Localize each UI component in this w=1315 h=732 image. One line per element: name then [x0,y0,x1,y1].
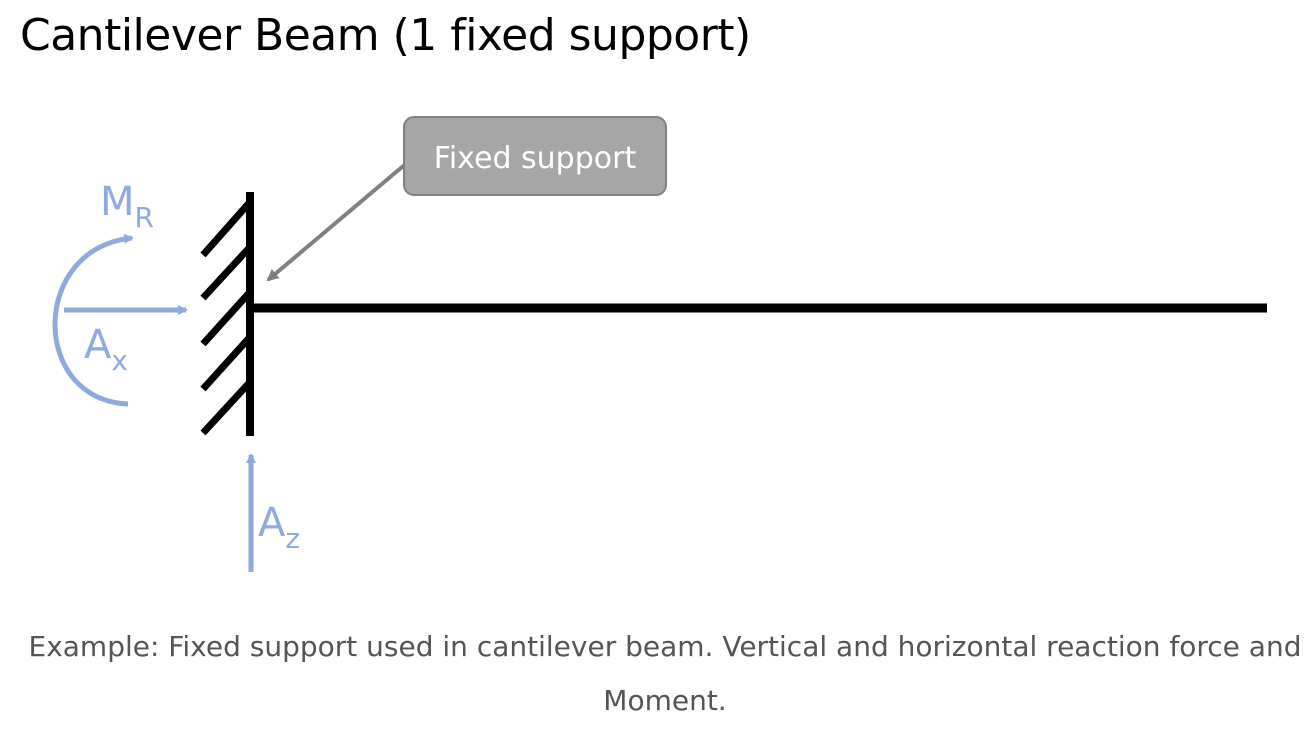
fixed-support [200,192,254,436]
vertical-reaction-main: A [258,500,286,546]
horizontal-reaction-sub: x [111,344,128,377]
horizontal-reaction-label: Ax [84,322,128,377]
vertical-reaction-label: Az [258,500,300,555]
moment-reaction: MR [52,179,154,407]
vertical-reaction-sub: z [285,522,300,555]
hatch-line [200,244,253,301]
horizontal-reaction: Ax [64,305,188,377]
page-title: Cantilever Beam (1 fixed support) [20,10,751,61]
hatch-line [200,289,253,347]
figure-caption: Example: Fixed support used in cantileve… [28,630,1302,717]
hatch-line [200,199,253,258]
moment-arc-arrow [52,233,134,407]
hatch-line [200,379,253,436]
moment-label: MR [100,179,154,234]
callout-box [403,116,667,196]
callout-label: Fixed support [434,141,637,176]
moment-label-sub: R [135,201,154,234]
horizontal-reaction-main: A [84,322,112,368]
hatch-line [200,334,253,392]
fixed-support-callout: Fixed support [266,116,667,282]
vertical-reaction: Az [246,453,300,572]
callout-pointer-arrow [266,160,410,282]
moment-label-main: M [100,179,135,225]
